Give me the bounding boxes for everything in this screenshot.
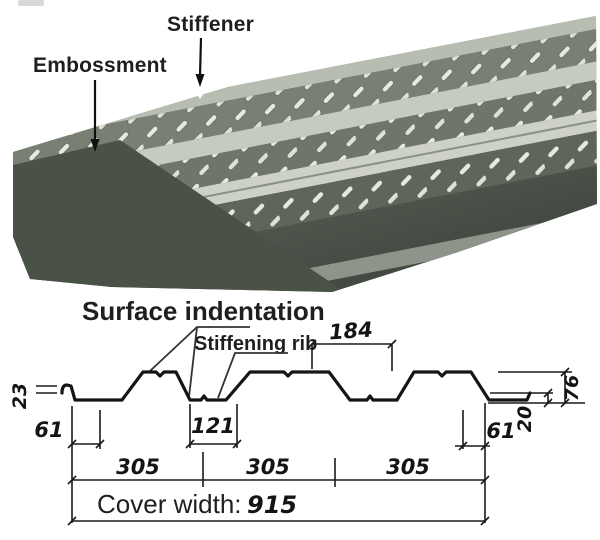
dim-305-2: 305 [246, 455, 290, 479]
surface-indentation-leader [149, 326, 250, 398]
dim-20: 20 [514, 406, 536, 432]
profile-outline [60, 370, 532, 402]
cover-width-label: Cover width: [97, 489, 242, 519]
dim-184: 184 [328, 318, 373, 345]
scan-artifact [18, 0, 44, 6]
profile-diagram: Surface indentation Stiffening rib 23 61… [9, 296, 585, 526]
dim-61-left: 61 [34, 418, 63, 442]
stiffening-rib-leader [217, 352, 288, 399]
dim-305-3: 305 [386, 455, 430, 479]
right-reference-lines [488, 371, 585, 404]
dim-61-left-lines [67, 406, 105, 523]
left-end-face [13, 140, 345, 292]
dim-23-lines [36, 385, 57, 394]
stiffener-label: Stiffener [167, 13, 254, 36]
stiffener-notch [190, 84, 210, 99]
stiffener-arrow-line [198, 37, 203, 77]
near-face [13, 136, 597, 292]
surface-indentation-label: Surface indentation [82, 296, 325, 326]
stiffener-arrowhead-icon [195, 74, 205, 87]
dim-61-right-lines [455, 403, 490, 523]
embossment-arrowhead-icon [90, 139, 100, 152]
dim-61-right: 61 [486, 419, 515, 443]
stiffening-rib-label: Stiffening rib [194, 333, 317, 355]
dim-23: 23 [9, 383, 31, 409]
dim-184-lines [307, 339, 397, 371]
embossment-label: Embossment [33, 54, 167, 77]
dim-76: 76 [561, 375, 583, 401]
cover-width-value: 915 [247, 491, 297, 519]
dim-121: 121 [191, 414, 235, 438]
dim-76-lines [560, 367, 570, 408]
dim-305-1: 305 [116, 455, 160, 479]
dim-121-lines [185, 404, 242, 449]
dim-20-lines [543, 388, 553, 408]
